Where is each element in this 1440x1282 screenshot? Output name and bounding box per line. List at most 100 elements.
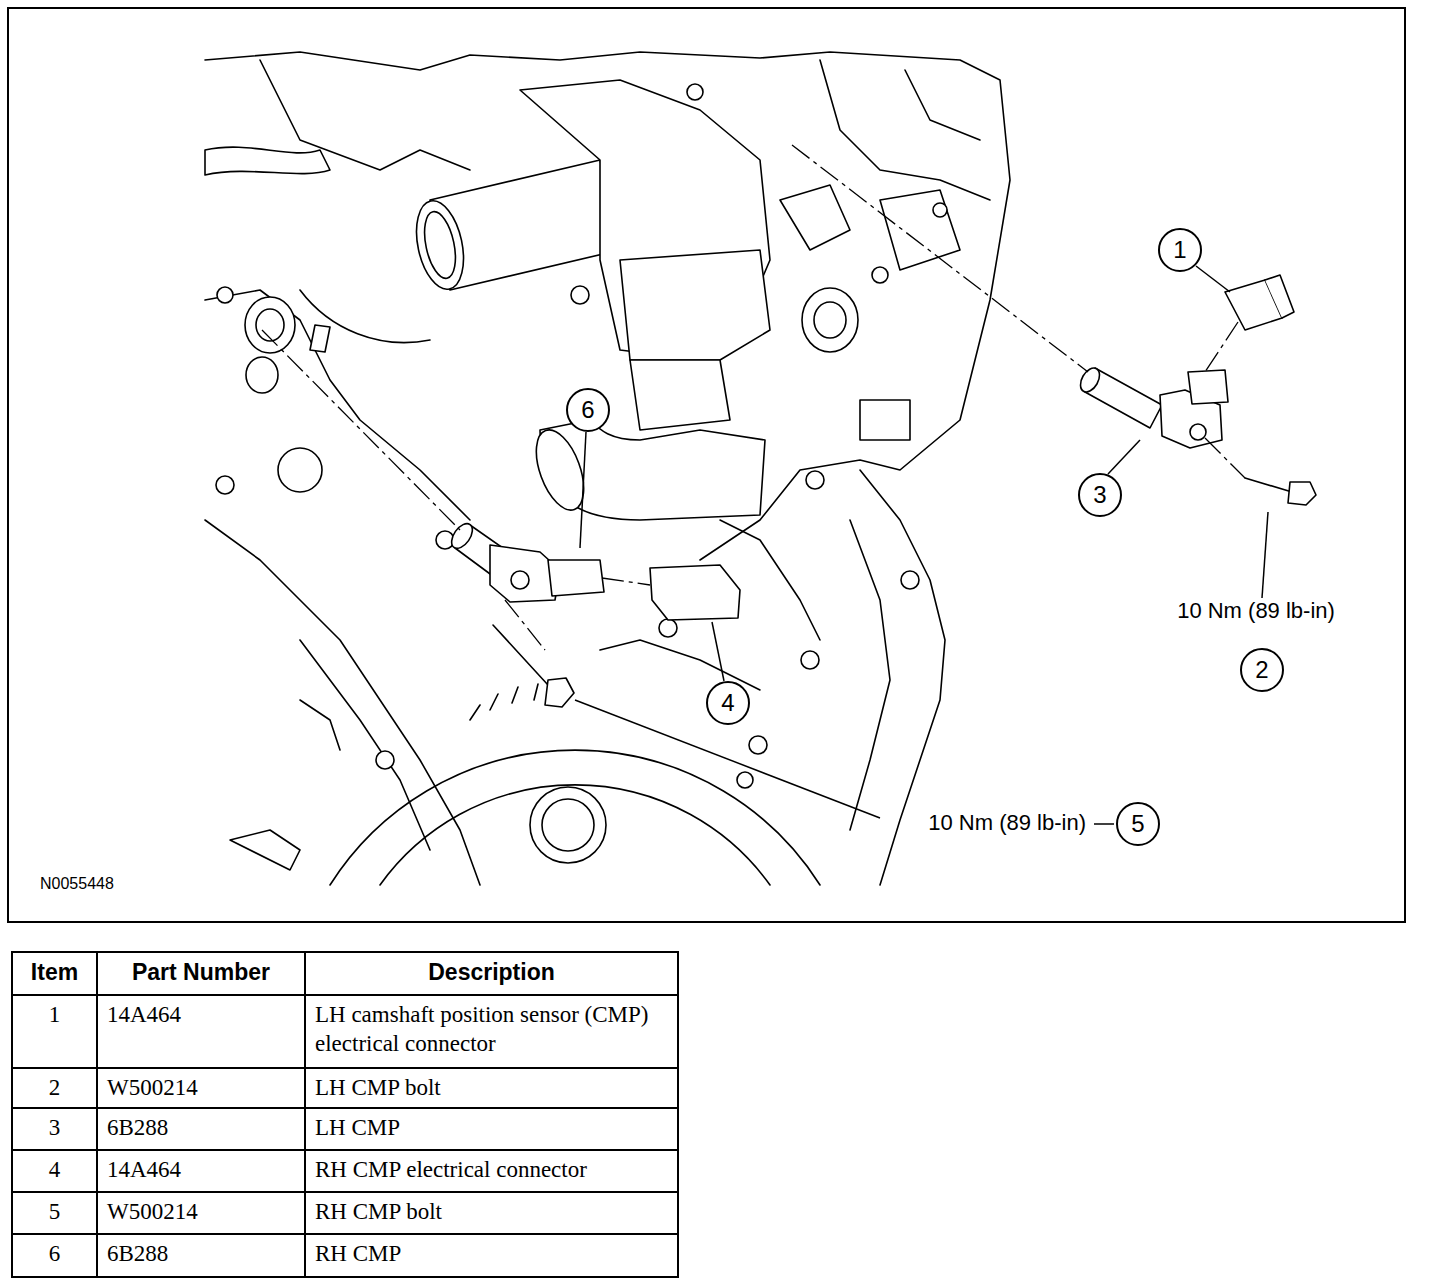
torque-spec: 10 Nm (89 lb-in) [926,810,1088,836]
engine-drawing [527,424,593,517]
engine-drawing [205,290,470,520]
part-number: W500214 [105,1198,299,1227]
engine-drawing [217,287,233,303]
center-line [792,145,1088,372]
engine-drawing [872,267,888,283]
part-number: 6B288 [105,1240,299,1269]
center-line [602,578,650,585]
callout-circle: 4 [706,681,750,725]
engine-drawing [880,190,960,270]
engine-drawing [520,80,770,360]
engine-drawing [330,750,820,885]
item-number: 1 [20,1001,89,1030]
engine-drawing [300,640,430,850]
table-header: Item [20,959,89,986]
engine-drawing [256,309,284,341]
callout-number: 2 [1255,658,1268,682]
engine-drawing [300,700,340,750]
callout-circle: 6 [566,388,610,432]
engine-drawing [409,196,471,293]
callout-circle: 3 [1078,473,1122,517]
engine-drawing [933,203,947,217]
engine-drawing [780,185,850,250]
engine-drawing [850,520,890,830]
figure-frame [8,8,1405,922]
callout-circle: 5 [1116,802,1160,846]
table-header: Part Number [105,959,297,986]
engine-drawing [620,250,770,360]
engine-drawing [530,787,606,863]
engine-drawing [230,830,300,870]
center-line [505,600,545,650]
engine-drawing [650,565,740,620]
engine-drawing [493,625,548,685]
engine-drawing [470,684,538,720]
leader-line [1108,440,1140,474]
engine-drawing [246,357,278,393]
engine-drawing [901,571,919,589]
item-number: 5 [20,1198,89,1227]
engine-drawing [380,785,770,885]
engine-drawing [205,52,1316,885]
callout-number: 3 [1093,483,1106,507]
engine-drawing [376,751,394,769]
leader-line [1094,823,1114,825]
callout-number: 5 [1131,812,1144,836]
engine-drawing [1190,424,1206,440]
leader-line [1196,266,1230,292]
item-number: 2 [20,1074,89,1103]
leader-line [580,432,586,548]
part-description: LH CMP [313,1114,672,1143]
callout-circle: 2 [1240,648,1284,692]
engine-drawing [860,400,910,440]
part-number: 6B288 [105,1114,299,1143]
part-number: 14A464 [105,1001,299,1030]
center-line [262,330,460,530]
engine-drawing [802,288,858,352]
engine-drawing [545,678,574,707]
engine-drawing [216,84,947,788]
engine-drawing [1077,365,1104,396]
part-description: RH CMP [313,1240,672,1269]
engine-drawing [278,448,322,492]
leader-line [712,622,724,681]
callout-number: 6 [581,398,594,422]
engine-drawing [205,520,480,885]
torque-spec: 10 Nm (89 lb-in) [1175,598,1337,624]
table-grid [12,952,678,1277]
center-line [1205,322,1238,372]
engine-drawing [1188,370,1228,404]
part-description: RH CMP bolt [313,1198,672,1227]
table-grid [12,952,678,1277]
engine-drawing [1245,478,1292,492]
item-number: 3 [20,1114,89,1143]
engine-drawing [571,286,589,304]
engine-drawing [205,147,330,175]
leader-line [1262,512,1268,598]
engine-drawing [1265,275,1294,318]
engine-drawing [737,772,753,788]
engine-drawing [905,70,980,140]
engine-drawing [548,560,604,596]
center-line [1205,438,1245,478]
engine-drawing [814,302,846,338]
engine-drawing [419,209,461,281]
part-description: RH CMP electrical connector [313,1156,672,1185]
engine-drawing [542,799,594,851]
part-number: 14A464 [105,1156,299,1185]
engine-drawing [216,476,234,494]
center-line [262,145,1245,650]
table-grid [97,952,305,1277]
callout-circle: 1 [1158,228,1202,272]
engine-drawing [245,297,295,353]
part-number: W500214 [105,1074,299,1103]
table-grid [12,995,678,1234]
engine-drawing [820,60,990,200]
engine-drawing [205,52,1010,560]
engine-drawing [1288,482,1316,505]
engine-drawing [801,651,819,669]
engine-drawing [687,84,703,100]
callout-number: 1 [1173,238,1186,262]
engine-drawing [511,571,529,589]
